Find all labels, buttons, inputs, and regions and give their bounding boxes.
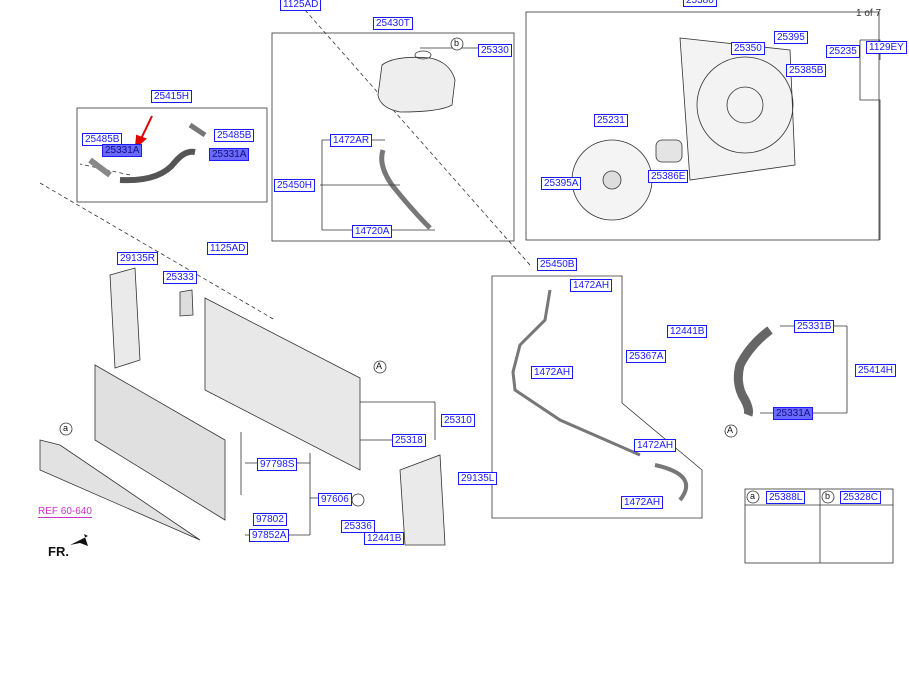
legend-marker-b: b [825,491,831,501]
box-lower-hose-group [491,275,703,519]
part-label-1472AR[interactable]: 1472AR [330,134,373,147]
part-label-1472AH-4[interactable]: 1472AH [621,496,664,509]
part-label-97852A[interactable]: 97852A [249,529,290,542]
marker-b: b [454,38,460,48]
box-upper-hose-group [76,107,268,203]
part-label-25415H[interactable]: 25415H [151,90,193,103]
marker-a: a [63,423,69,433]
part-label-1125AD-2[interactable]: 1125AD [207,242,249,255]
part-label-97802[interactable]: 97802 [253,513,287,526]
part-label-1125AD[interactable]: 1125AD [280,0,322,11]
part-label-1472AH-2[interactable]: 1472AH [531,366,574,379]
part-label-29135L[interactable]: 29135L [458,472,498,485]
part-label-25395A[interactable]: 25395A [541,177,582,190]
part-label-25414H[interactable]: 25414H [855,364,897,377]
part-label-25386E[interactable]: 25386E [648,170,689,183]
marker-A-2: A [727,425,734,435]
part-label-25328C[interactable]: 25328C [840,491,882,504]
part-label-25331B[interactable]: 25331B [794,320,835,333]
part-label-25333[interactable]: 25333 [163,271,197,284]
part-label-25331A-3[interactable]: 25331A [773,407,814,420]
front-marker: FR. [48,544,69,559]
front-arrow-icon [70,534,88,546]
part-label-25350[interactable]: 25350 [731,42,765,55]
part-label-25485B-2[interactable]: 25485B [214,129,255,142]
part-label-25367A[interactable]: 25367A [626,350,667,363]
part-label-25331A-2[interactable]: 25331A [209,148,250,161]
part-label-25310[interactable]: 25310 [441,414,475,427]
marker-A: A [376,361,383,371]
part-label-25235[interactable]: 25235 [826,45,860,58]
part-label-25231[interactable]: 25231 [594,114,628,127]
condenser [94,364,226,521]
part-label-25318[interactable]: 25318 [392,434,426,447]
ref-link-60-640[interactable]: REF 60-640 [38,506,92,518]
pointer-arrow [134,115,153,150]
part-label-14720A[interactable]: 14720A [352,225,393,238]
part-label-1472AH-3[interactable]: 1472AH [634,439,677,452]
box-fan-group [525,11,880,241]
part-label-12441B[interactable]: 12441B [667,325,708,338]
part-label-25331A-selected[interactable]: 25331A [102,144,143,157]
part-label-25330[interactable]: 25330 [478,44,512,57]
legend-marker-a: a [750,491,756,501]
box-legend [744,488,894,564]
box-reservoir-group [271,32,515,242]
page-indicator: 1 of 7 [856,8,882,19]
coolant-reservoir [377,56,456,113]
part-label-12441B-2[interactable]: 12441B [364,532,405,545]
part-label-97606[interactable]: 97606 [318,493,352,506]
part-label-25380[interactable]: 25380 [683,0,717,7]
part-label-25395[interactable]: 25395 [774,31,808,44]
part-label-29135R[interactable]: 29135R [117,252,159,265]
part-label-1472AH[interactable]: 1472AH [570,279,613,292]
radiator [204,297,361,471]
part-label-25430T[interactable]: 25430T [373,17,413,30]
part-label-1129EY[interactable]: 1129EY [866,41,907,54]
part-label-97798S[interactable]: 97798S [257,458,298,471]
part-label-25450B[interactable]: 25450B [537,258,578,271]
part-label-25450H[interactable]: 25450H [274,179,316,192]
part-label-25385B[interactable]: 25385B [786,64,827,77]
part-label-25388L[interactable]: 25388L [766,491,806,504]
part-label-25336[interactable]: 25336 [341,520,375,533]
box-right-pipe [859,39,881,240]
